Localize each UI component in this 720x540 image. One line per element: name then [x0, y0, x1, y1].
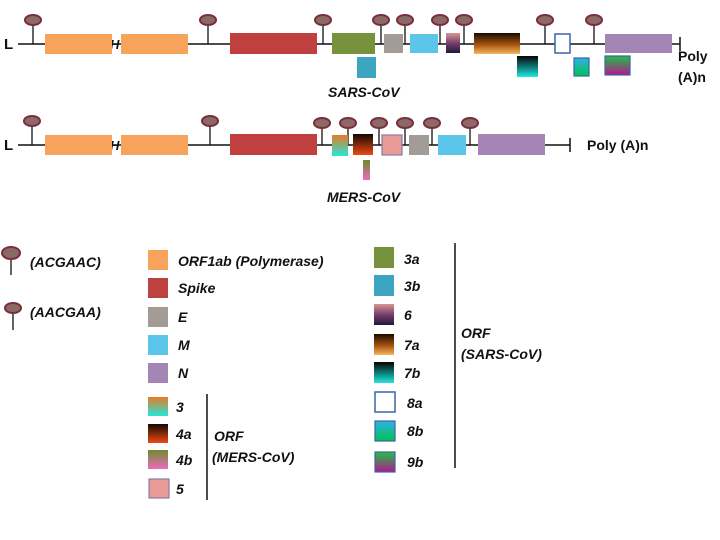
legend-sars-7a-label: 7a [404, 337, 420, 353]
legend-mers-group-line2: (MERS-CoV) [212, 449, 295, 465]
sars-polya-line1: Poly [678, 48, 708, 64]
legend-sars-9b-swatch [374, 451, 396, 473]
sars-e-box [384, 34, 403, 53]
sars-genome-row: L H Poly (A)n SARS-CoV [4, 14, 708, 100]
legend-sars-7b-swatch [374, 362, 394, 383]
sars-trs-pin [396, 14, 414, 44]
mers-trs-pin [396, 117, 414, 145]
legend-mers-5-swatch [148, 478, 170, 499]
legend-motif1-pin [1, 246, 21, 275]
legend-motif1-label: (ACGAAC) [30, 254, 101, 270]
mers-virus-label: MERS-CoV [327, 189, 402, 205]
sars-trs-pin [314, 14, 332, 44]
mers-polya-label: Poly (A)n [587, 137, 648, 153]
mers-trs-pin [423, 117, 441, 145]
legend-sars-3b-label: 3b [404, 278, 421, 294]
sars-orf6-box [446, 33, 460, 53]
legend-sars-7b-label: 7b [404, 365, 421, 381]
legend-spike-label: Spike [178, 280, 216, 296]
legend-orf1ab-swatch [148, 250, 168, 270]
legend-sars-group-line1: ORF [461, 325, 491, 341]
legend-sars-9b-label: 9b [407, 454, 424, 470]
sars-orf3b-box [357, 57, 376, 78]
mers-leader-label: L [4, 137, 13, 154]
legend-sars-3a-label: 3a [404, 251, 420, 267]
sars-virus-label: SARS-CoV [328, 84, 401, 100]
sars-orf1a-box [45, 34, 112, 54]
sars-trs-pin [199, 14, 217, 44]
legend-n-label: N [178, 365, 189, 381]
mers-leader-mark: H [110, 138, 120, 153]
sars-orf1b-box [121, 34, 188, 54]
legend-m-swatch [148, 335, 168, 355]
mers-trs-pin [461, 117, 479, 145]
mers-spike-box [230, 134, 317, 155]
legend-sars-8b-swatch [374, 420, 396, 442]
legend-sars-6-swatch [374, 304, 394, 325]
sars-trs-pin [24, 14, 42, 44]
mers-trs-pin [313, 117, 331, 145]
legend-mers-4b-label: 4b [175, 452, 193, 468]
mers-genome-row: L H Poly (A)n MERS-CoV [4, 115, 648, 205]
sars-m-box [410, 34, 438, 53]
mers-trs-pin [23, 115, 41, 145]
sars-spike-box [230, 33, 317, 54]
sars-orf3a-box [332, 33, 375, 54]
legend-mers-group-line1: ORF [214, 428, 244, 444]
sars-polya-line2: (A)n [678, 69, 706, 85]
mers-orf4a-box [353, 134, 373, 155]
sars-orf7b-box [517, 56, 538, 77]
legend-sars-group-line2: (SARS-CoV) [461, 346, 542, 362]
sars-trs-pin [585, 14, 603, 44]
legend-sars-8b-label: 8b [407, 423, 424, 439]
sars-trs-pin [455, 14, 473, 44]
legend-mers-5-label: 5 [176, 481, 184, 497]
sars-leader-label: L [4, 36, 13, 53]
legend-sars-6-label: 6 [404, 307, 412, 323]
sars-trs-pin [372, 14, 390, 44]
legend-sars-8a-swatch [374, 391, 396, 413]
mers-orf3-box [332, 135, 348, 156]
mers-orf1a-box [45, 135, 112, 155]
legend-sars-3b-swatch [374, 275, 394, 296]
mers-orf4b-box [363, 160, 370, 180]
legend-m-label: M [178, 337, 190, 353]
legend-sars-7a-swatch [374, 334, 394, 355]
legend: (ACGAAC) (AACGAA) ORF1ab (Polymerase) Sp… [1, 243, 542, 500]
legend-sars-3a-swatch [374, 247, 394, 268]
sars-trs-pin [431, 14, 449, 44]
mers-n-box [478, 134, 545, 155]
mers-m-box [438, 135, 466, 155]
legend-mers-4b-swatch [148, 450, 168, 469]
legend-mers-4a-swatch [148, 424, 168, 443]
legend-sars-8a-label: 8a [407, 395, 423, 411]
sars-orf8b-box [573, 57, 590, 77]
sars-trs-pin [536, 14, 554, 44]
mers-e-box [409, 135, 429, 155]
legend-spike-swatch [148, 278, 168, 298]
legend-motif2-pin [4, 302, 22, 330]
mers-orf5-box [381, 134, 403, 156]
sars-orf9b-box [604, 55, 631, 76]
sars-n-box [605, 34, 672, 53]
legend-orf1ab-label: ORF1ab (Polymerase) [178, 253, 324, 269]
mers-trs-pin [370, 117, 388, 145]
legend-mers-3-swatch [148, 397, 168, 416]
mers-orf1b-box [121, 135, 188, 155]
sars-orf8a-box [554, 33, 571, 54]
sars-leader-mark: H [110, 37, 120, 52]
legend-e-swatch [148, 307, 168, 327]
mers-trs-pin [201, 115, 219, 145]
sars-orf7a-box [474, 33, 520, 54]
legend-motif2-label: (AACGAA) [30, 304, 101, 320]
legend-e-label: E [178, 309, 188, 325]
legend-mers-3-label: 3 [176, 399, 184, 415]
legend-mers-4a-label: 4a [175, 426, 192, 442]
legend-n-swatch [148, 363, 168, 383]
